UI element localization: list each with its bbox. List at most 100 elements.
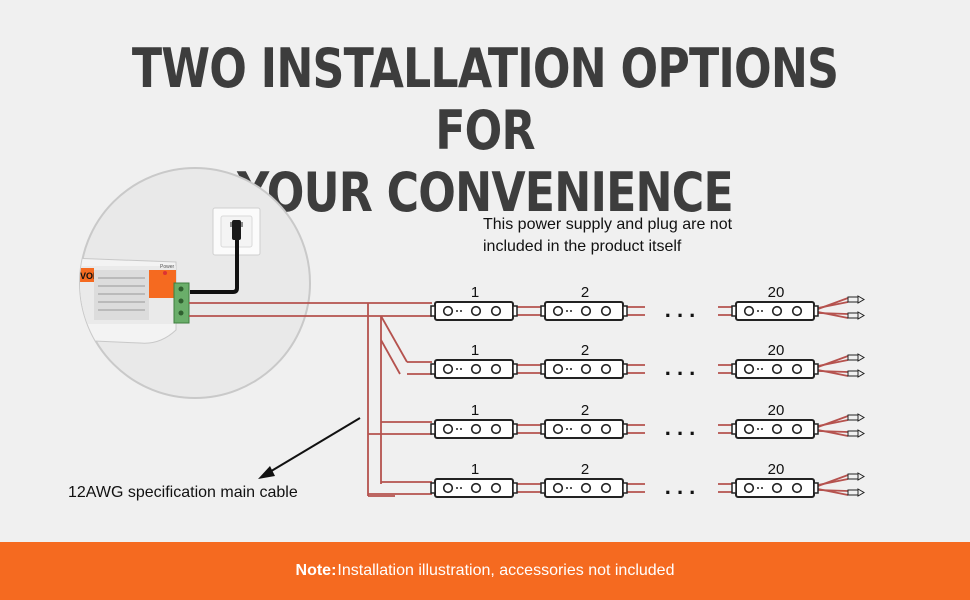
led-dot	[456, 428, 458, 430]
led-module-tab-left	[731, 305, 737, 317]
led-module-tab-right	[622, 423, 628, 435]
module-number: 20	[768, 461, 785, 478]
led-module-tab-right	[622, 482, 628, 494]
led-icon	[490, 363, 502, 375]
page-title: TWO INSTALLATION OPTIONS FOR YOUR CONVEN…	[87, 38, 882, 224]
module-number: 1	[471, 402, 479, 419]
led-module-tab-right	[622, 363, 628, 375]
led-icon	[791, 423, 803, 435]
led-icon	[490, 423, 502, 435]
row2-feed-diagonal-b	[380, 339, 401, 375]
led-module-tab-right	[813, 363, 819, 375]
title-line-1: TWO INSTALLATION OPTIONS FOR	[131, 37, 839, 162]
led-dot	[761, 368, 763, 370]
led-dot	[460, 487, 462, 489]
footer-note-text: Installation illustration, accessories n…	[337, 562, 675, 579]
output-lead	[817, 488, 849, 496]
led-dot	[570, 368, 572, 370]
module-number: 2	[581, 342, 589, 359]
ellipsis-dots: . . .	[665, 297, 696, 322]
led-module-tab-left	[430, 482, 436, 494]
power-led-label: Power	[160, 264, 175, 270]
led-module-tab-right	[512, 305, 518, 317]
main-cable-label: 12AWG specification main cable	[68, 484, 298, 501]
module-number: 2	[581, 461, 589, 478]
power-supply-note: This power supply and plug are not inclu…	[483, 214, 732, 258]
module-number: 20	[768, 402, 785, 419]
led-icon	[442, 482, 454, 494]
led-module-tab-left	[430, 305, 436, 317]
led-module-tab-left	[731, 423, 737, 435]
led-dot	[570, 428, 572, 430]
led-dot	[757, 310, 759, 312]
led-dot	[761, 310, 763, 312]
power-supply-note-line-2: included in the product itself	[483, 238, 682, 255]
led-module-tab-right	[813, 423, 819, 435]
led-module-tab-right	[512, 363, 518, 375]
led-icon	[580, 363, 592, 375]
led-dot	[460, 368, 462, 370]
led-icon	[580, 305, 592, 317]
led-icon	[490, 482, 502, 494]
led-icon	[490, 305, 502, 317]
led-icon	[743, 482, 755, 494]
power-supply-zoom-circle: VOR Power	[79, 167, 311, 399]
led-module: 20	[731, 342, 819, 379]
wire-terminal-icon	[847, 311, 865, 320]
led-dot	[456, 487, 458, 489]
led-module-tab-right	[622, 305, 628, 317]
led-icon	[600, 482, 612, 494]
module-number: 1	[471, 461, 479, 478]
led-icon	[743, 363, 755, 375]
row2-feed-diagonal	[380, 315, 408, 363]
led-icon	[771, 482, 783, 494]
led-icon	[791, 482, 803, 494]
led-module: 2	[540, 461, 628, 498]
led-dot	[761, 428, 763, 430]
output-lead	[817, 301, 849, 309]
led-icon	[442, 305, 454, 317]
led-icon	[743, 423, 755, 435]
led-icon	[470, 363, 482, 375]
title-line-2: YOUR CONVENIENCE	[237, 161, 734, 224]
module-number: 2	[581, 402, 589, 419]
led-icon	[442, 363, 454, 375]
led-module-tab-left	[430, 423, 436, 435]
led-module-tab-left	[731, 482, 737, 494]
output-lead	[817, 478, 849, 486]
module-number: 20	[768, 342, 785, 359]
wall-socket-icon	[212, 207, 261, 256]
brand-text: VOR	[80, 271, 100, 281]
led-icon	[771, 423, 783, 435]
led-module-tab-left	[540, 423, 546, 435]
led-icon	[600, 363, 612, 375]
led-icon	[791, 305, 803, 317]
led-module-tab-right	[512, 482, 518, 494]
led-dot	[570, 310, 572, 312]
cable-pointer-arrow	[258, 417, 361, 479]
led-module-tab-right	[813, 482, 819, 494]
led-dot	[566, 487, 568, 489]
led-icon	[442, 423, 454, 435]
led-icon	[552, 423, 564, 435]
led-dot	[570, 487, 572, 489]
led-icon	[580, 482, 592, 494]
led-module-tab-left	[540, 482, 546, 494]
footer-note-banner: Note: Installation illustration, accesso…	[0, 542, 970, 600]
led-module: 2	[540, 402, 628, 439]
led-module-tab-left	[540, 305, 546, 317]
ellipsis-dots: . . .	[665, 474, 696, 499]
led-module: 2	[540, 284, 628, 321]
module-number: 1	[471, 284, 479, 301]
led-module-tab-right	[813, 305, 819, 317]
led-icon	[600, 423, 612, 435]
led-icon	[771, 363, 783, 375]
led-dot	[761, 487, 763, 489]
output-lead	[817, 311, 849, 319]
led-dot	[566, 368, 568, 370]
led-icon	[552, 363, 564, 375]
led-icon	[580, 423, 592, 435]
led-dot	[456, 310, 458, 312]
output-lead	[817, 369, 849, 377]
